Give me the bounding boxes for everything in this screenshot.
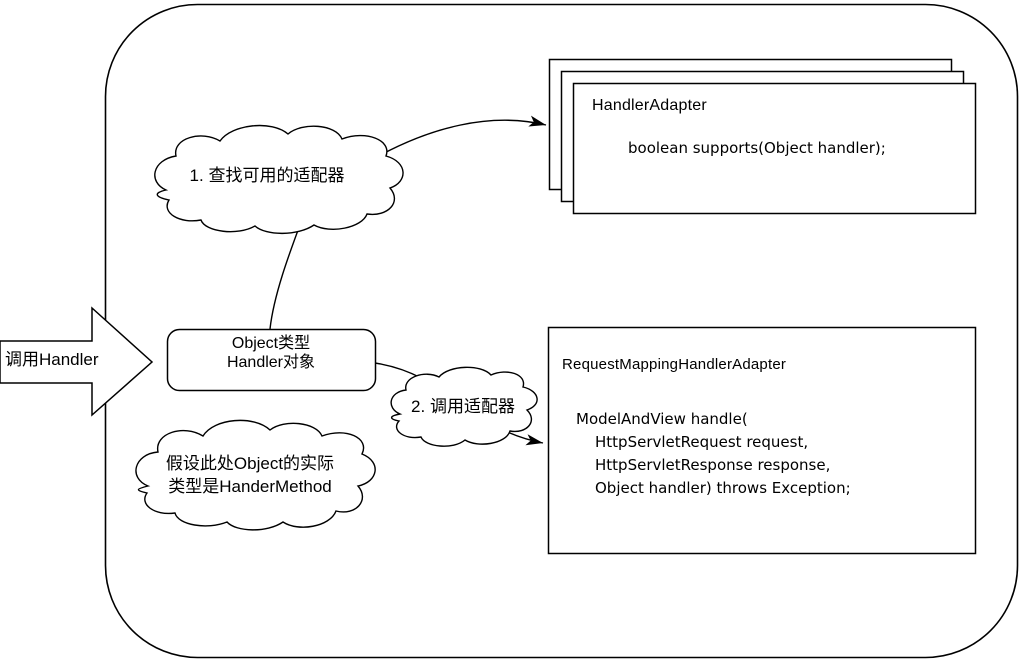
request-mapping-box-shape: [547, 326, 977, 555]
code-line-2: HttpServletRequest request,: [595, 433, 809, 451]
cloud-call-adapter-label: 2. 调用适配器: [411, 397, 515, 416]
call-handler-label: 调用Handler: [5, 350, 99, 369]
call-handler-block-arrow: [0, 306, 154, 417]
object-handler-line1: Object类型: [231, 335, 311, 352]
code-line-3: HttpServletResponse response,: [595, 456, 831, 474]
object-handler-box-label: Object类型 Handler对象: [167, 334, 375, 372]
handler-adapter-box-front: [572, 82, 977, 215]
request-mapping-code: ModelAndView handle( HttpServletRequest …: [576, 410, 851, 503]
cloud-find-adapter-label: 1. 查找可用的适配器: [189, 166, 345, 185]
request-mapping-title: RequestMappingHandlerAdapter: [562, 356, 787, 373]
cloud-assumption-shape: [135, 419, 376, 531]
cloud-assumption-label: 假设此处Object的实际 类型是HanderMethod: [140, 452, 360, 498]
handler-adapter-title: HandlerAdapter: [592, 97, 707, 114]
object-handler-box-shape: [166, 328, 377, 392]
cloud-find-adapter-shape: [154, 124, 404, 235]
code-line-1: ModelAndView handle(: [576, 410, 748, 428]
code-line-4: Object handler) throws Exception;: [595, 479, 851, 497]
object-handler-line2: Handler对象: [226, 354, 316, 371]
arrow-find-adapter-to-handler-adapter: [367, 115, 547, 163]
cloud-assumption-line1: 假设此处Object的实际: [165, 454, 335, 473]
cloud-assumption-line2: 类型是HanderMethod: [168, 477, 332, 496]
cloud-call-adapter-shape: [390, 366, 538, 447]
handler-adapter-signature: boolean supports(Object handler);: [628, 139, 886, 157]
